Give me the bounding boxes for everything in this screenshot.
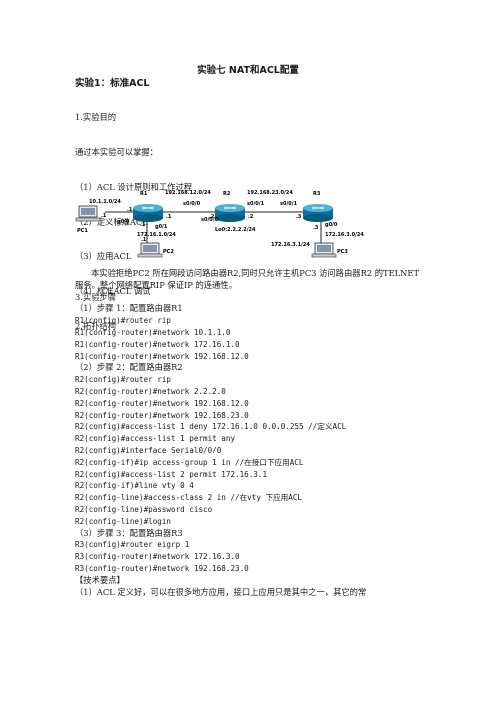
label-r1-s000: s0/0/0 <box>183 201 201 207</box>
label-host-r1-s: .1 <box>166 214 172 220</box>
code-line: R2(config-line)#login <box>75 516 172 526</box>
label-host-r2-s1: .2 <box>248 214 254 220</box>
text-line: 3.实验步骤 <box>75 291 117 302</box>
label-host-pc2: .1 <box>141 237 147 243</box>
text-line: （3）步骤 3：配置路由器R3 <box>75 527 183 538</box>
label-r2: R2 <box>223 191 231 197</box>
label-host-r1-g00: .1 <box>127 207 133 213</box>
router-r1-icon <box>133 204 163 222</box>
section-heading: 实验1：标准ACL <box>75 78 150 89</box>
text-line: （1）ACL 定义好，可以在很多地方应用，接口上应用只是其中之一，其它的常 <box>75 586 367 597</box>
label-pc3: PC3 <box>337 249 348 255</box>
label-net-12: 192.168.12.0/24 <box>165 190 211 196</box>
code-line: R2(config)#access-list 2 permit 172.16.3… <box>75 469 268 479</box>
label-pc1: PC1 <box>77 228 88 234</box>
text-line: （1）步骤 1：配置路由器R1 <box>75 303 183 314</box>
text-line: （1）ACL 设计原则和工作过程 <box>75 181 193 192</box>
label-host-r1-g01: .1 <box>140 222 146 228</box>
text-line: 1.实验目的 <box>75 112 117 123</box>
pc3-icon <box>311 242 337 258</box>
code-line: R2(config)#router rip <box>75 375 172 385</box>
label-host-r3-g: .3 <box>313 225 319 231</box>
label-pc3-ip: 172.16.3.1/24 <box>271 242 310 248</box>
text-line: （3）应用ACL <box>75 251 132 262</box>
label-net-10: 10.1.1.0/24 <box>89 199 121 205</box>
code-line: R3(config-router)#network 172.16.3.0 <box>75 552 240 562</box>
label-net-23: 192.168.23.0/24 <box>247 190 293 196</box>
page-title: 实验七 NAT和ACL配置 <box>197 65 299 76</box>
text-line: （2）步骤 2：配置路由器R2 <box>75 362 183 373</box>
text-line: 通过本实验可以掌握： <box>75 146 158 157</box>
label-pc2: PC2 <box>163 249 174 255</box>
pc1-icon <box>75 205 101 222</box>
code-line: R2(config-router)#network 192.168.23.0 <box>75 410 249 420</box>
code-line: R2(config)#access-list 1 permit any <box>75 434 236 444</box>
code-line: R2(config-if)#line vty 0 4 <box>75 481 194 491</box>
code-line: R2(config-if)#ip access-group 1 in //在接口… <box>75 457 304 467</box>
router-r2-icon <box>215 204 245 222</box>
text-line: （4）标准ACL 调试 <box>75 286 151 297</box>
label-r3: R3 <box>313 191 321 197</box>
text-line: （2）定义标准ACL <box>75 216 148 227</box>
intro-block: 1.实验目的 通过本实验可以掌握： （1）ACL 设计原则和工作过程 （2）定义… <box>75 89 435 356</box>
code-line: R2(config-line)#access-class 2 in //在vty… <box>75 493 302 503</box>
body-block: 本实验拒绝PC2 所在网段访问路由器R2,同时只允许主机PC3 访问路由器R2 … <box>75 268 420 598</box>
label-lo: Lo0:2.2.2.2/24 <box>215 227 256 233</box>
code-line: R1(config-router)#network 172.16.1.0 <box>75 339 240 349</box>
description-paragraph: 本实验拒绝PC2 所在网段访问路由器R2,同时只允许主机PC3 访问路由器R2 … <box>75 268 419 290</box>
code-line: R2(config-line)#password cisco <box>75 504 213 514</box>
code-line: R2(config)#interface Serial0/0/0 <box>75 445 222 455</box>
topology-diagram: R1 R2 R3 PC1 PC2 PC3 10.1.1.0/24 192.168… <box>75 190 364 258</box>
label-r3-g00: g0/0 <box>325 222 338 228</box>
code-line: R3(config-router)#network 192.168.23.0 <box>75 563 249 573</box>
code-line: R1(config)#router rip <box>75 316 172 326</box>
code-line: R1(config-router)#network 10.1.1.0 <box>75 327 231 337</box>
text-line: 2.拓扑结构 <box>75 320 117 331</box>
label-r1-g00: g0/0 <box>117 219 130 225</box>
code-line: R2(config)#access-list 1 deny 172.16.1.0… <box>75 422 347 432</box>
label-host-r2-s0: .2 <box>209 214 215 220</box>
label-net-172-3: 172.16.3.0/24 <box>325 232 364 238</box>
router-r3-icon <box>303 204 333 222</box>
code-line: R2(config-router)#network 2.2.2.0 <box>75 386 226 396</box>
label-host-r3-s: .3 <box>296 214 302 220</box>
label-r2-s001: s0/0/1 <box>247 201 265 207</box>
code-line: R1(config-router)#network 192.168.12.0 <box>75 351 249 361</box>
pc2-icon <box>137 242 163 258</box>
label-r2-s000: s0/0/0 <box>201 217 219 223</box>
label-r3-s001: s0/0/1 <box>280 201 298 207</box>
code-line: R3(config)#router eigrp 1 <box>75 540 190 550</box>
label-host-pc1: .1 <box>101 213 107 219</box>
code-line: R2(config-router)#network 192.168.12.0 <box>75 398 249 408</box>
tech-points-heading: 【技术要点】 <box>75 574 125 585</box>
label-r1-g01: g0/1 <box>155 224 168 230</box>
label-r1: R1 <box>140 191 148 197</box>
label-net-172-1: 172.16.1.0/24 <box>137 232 176 238</box>
